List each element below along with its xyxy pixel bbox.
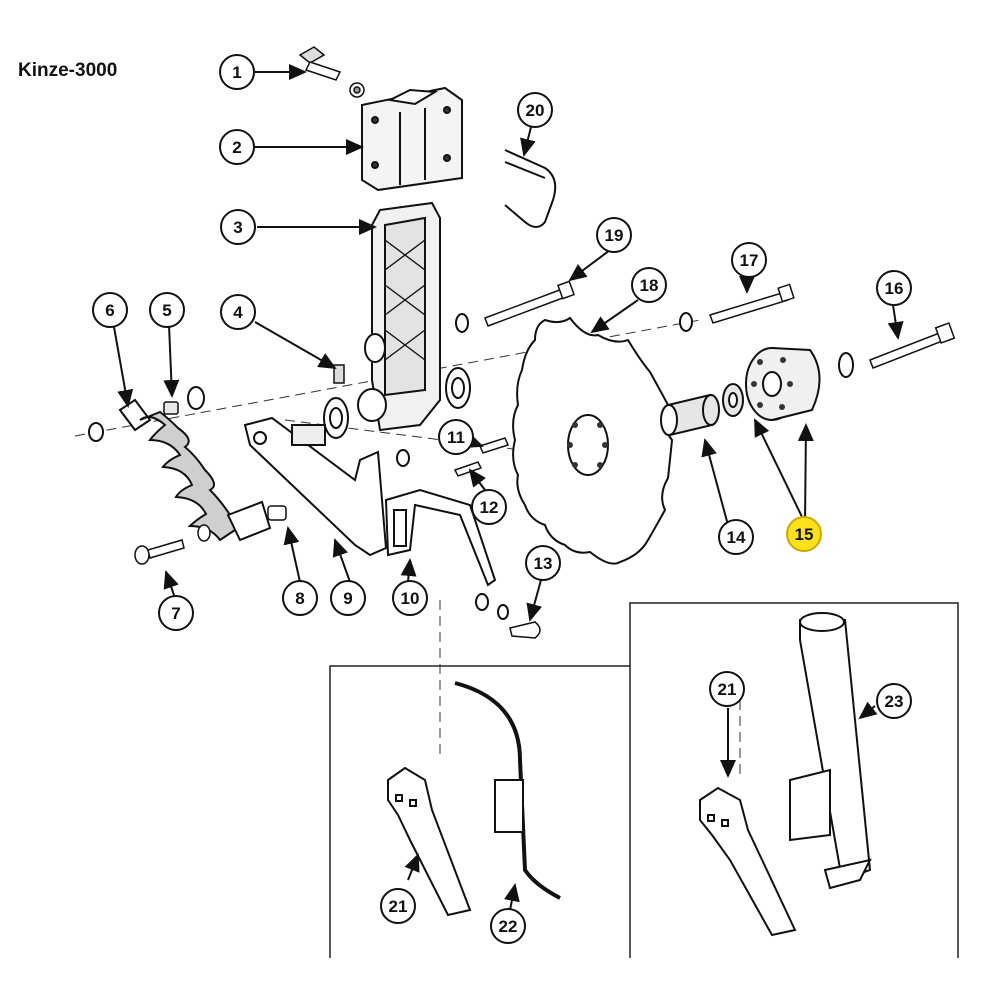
callout-circle: [220, 294, 256, 330]
u-bolt-part: [504, 149, 557, 228]
callout-circle: [149, 292, 185, 328]
callout-1: 1: [219, 54, 255, 90]
callout-circle: [517, 92, 553, 128]
callout-number: 10: [401, 589, 420, 608]
callout-number: 15: [795, 525, 814, 544]
small-bolts: [453, 437, 541, 639]
callout-number: 21: [389, 897, 408, 916]
callout-circle: [158, 595, 194, 631]
inset-left-parts: [387, 681, 561, 917]
clamp-bracket-part: [361, 86, 463, 192]
callout-23: 23: [876, 683, 912, 719]
callout-number: 23: [885, 692, 904, 711]
callout-circle: [380, 888, 416, 924]
spring-assembly-part: [118, 398, 272, 542]
callout-circle: [718, 519, 754, 555]
callout-circle: [92, 292, 128, 328]
callout-circle: [490, 908, 526, 944]
callout-circle: [219, 129, 255, 165]
callout-circle: [876, 683, 912, 719]
callout-circle: [220, 209, 256, 245]
callout-21b: 21: [709, 671, 745, 707]
gauge-arm-part: [243, 416, 388, 557]
callout-12: 12: [471, 489, 507, 525]
callout-number: 21: [718, 680, 737, 699]
callout-number: 17: [740, 251, 759, 270]
callout-circle: [525, 545, 561, 581]
callout-17: 17: [731, 242, 767, 278]
callout-number: 12: [480, 498, 499, 517]
callout-2: 2: [219, 129, 255, 165]
callout-number: 6: [105, 301, 114, 320]
long-bolts: [484, 280, 956, 369]
callout-number: 20: [526, 101, 545, 120]
callout-number: 8: [295, 589, 304, 608]
callout-number: 18: [640, 276, 659, 295]
callout-20: 20: [517, 92, 553, 128]
callout-circle: [219, 54, 255, 90]
callout-circle: [471, 489, 507, 525]
callout-circle: [786, 516, 822, 552]
callout-9: 9: [330, 580, 366, 616]
callout-circle: [731, 242, 767, 278]
callout-4: 4: [220, 294, 256, 330]
scraper-bracket-part: [384, 488, 497, 587]
callout-circle: [631, 267, 667, 303]
leader-lines: [113, 64, 904, 911]
diagram-title: Kinze-3000: [18, 60, 118, 81]
shank-arm-part: [357, 201, 441, 432]
bolt-part: [298, 46, 365, 98]
callout-circle: [596, 217, 632, 253]
callout-6: 6: [92, 292, 128, 328]
callout-circle: [330, 580, 366, 616]
callout-11: 11: [438, 419, 474, 455]
callout-14: 14: [718, 519, 754, 555]
callout-circle: [282, 580, 318, 616]
callout-number: 13: [534, 554, 553, 573]
inset-frame-left: [329, 665, 630, 958]
callout-number: 4: [233, 303, 243, 322]
callout-3: 3: [220, 209, 256, 245]
carriage-bolt-part: [134, 524, 211, 565]
callout-19: 19: [596, 217, 632, 253]
callout-number: 5: [162, 301, 171, 320]
callout-number: 3: [233, 218, 242, 237]
callout-number: 14: [727, 528, 746, 547]
callout-number: 22: [499, 917, 518, 936]
callout-8: 8: [282, 580, 318, 616]
callout-number: 7: [171, 604, 180, 623]
grease-fitting-part: [333, 364, 345, 384]
callout-7: 7: [158, 595, 194, 631]
callout-10: 10: [392, 580, 428, 616]
hub-part: [745, 347, 821, 421]
disc-blade-part: [512, 316, 674, 565]
callout-16: 16: [876, 270, 912, 306]
washers: [88, 312, 854, 620]
callout-number: 16: [885, 279, 904, 298]
callout-15: 15: [786, 516, 822, 552]
callout-circle: [438, 419, 474, 455]
callout-18: 18: [631, 267, 667, 303]
bushing-part: [163, 401, 179, 415]
callout-5: 5: [149, 292, 185, 328]
callout-22: 22: [490, 908, 526, 944]
callout-number: 1: [232, 63, 241, 82]
spacer-part: [267, 505, 287, 521]
callout-circle: [876, 270, 912, 306]
inset-right-parts: [699, 612, 872, 937]
callout-number: 9: [343, 589, 352, 608]
callout-13: 13: [525, 545, 561, 581]
callout-number: 19: [605, 226, 624, 245]
callout-number: 2: [232, 138, 241, 157]
callout-circle: [709, 671, 745, 707]
callout-number: 11: [447, 428, 465, 447]
inset-frame-right: [629, 602, 959, 958]
hub-bushing-part: [660, 383, 744, 437]
callout-21a: 21: [380, 888, 416, 924]
callout-circle: [392, 580, 428, 616]
